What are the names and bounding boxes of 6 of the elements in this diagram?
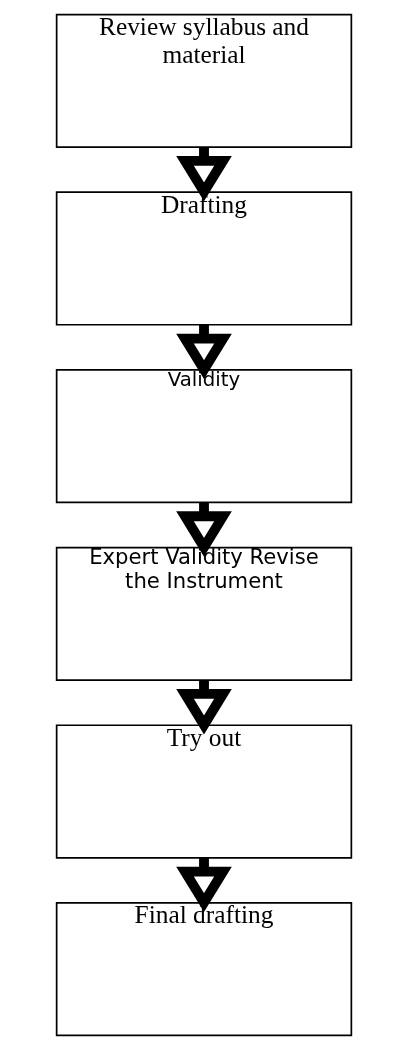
node-box: Expert Validity Revise the Instrument [55,546,353,681]
node-box: Review syllabus and material [55,13,353,148]
node-box: Validity [55,369,353,504]
node-box: Drafting [55,191,353,326]
node-box: Try out [55,724,353,859]
node-box: Final drafting [55,902,353,1037]
